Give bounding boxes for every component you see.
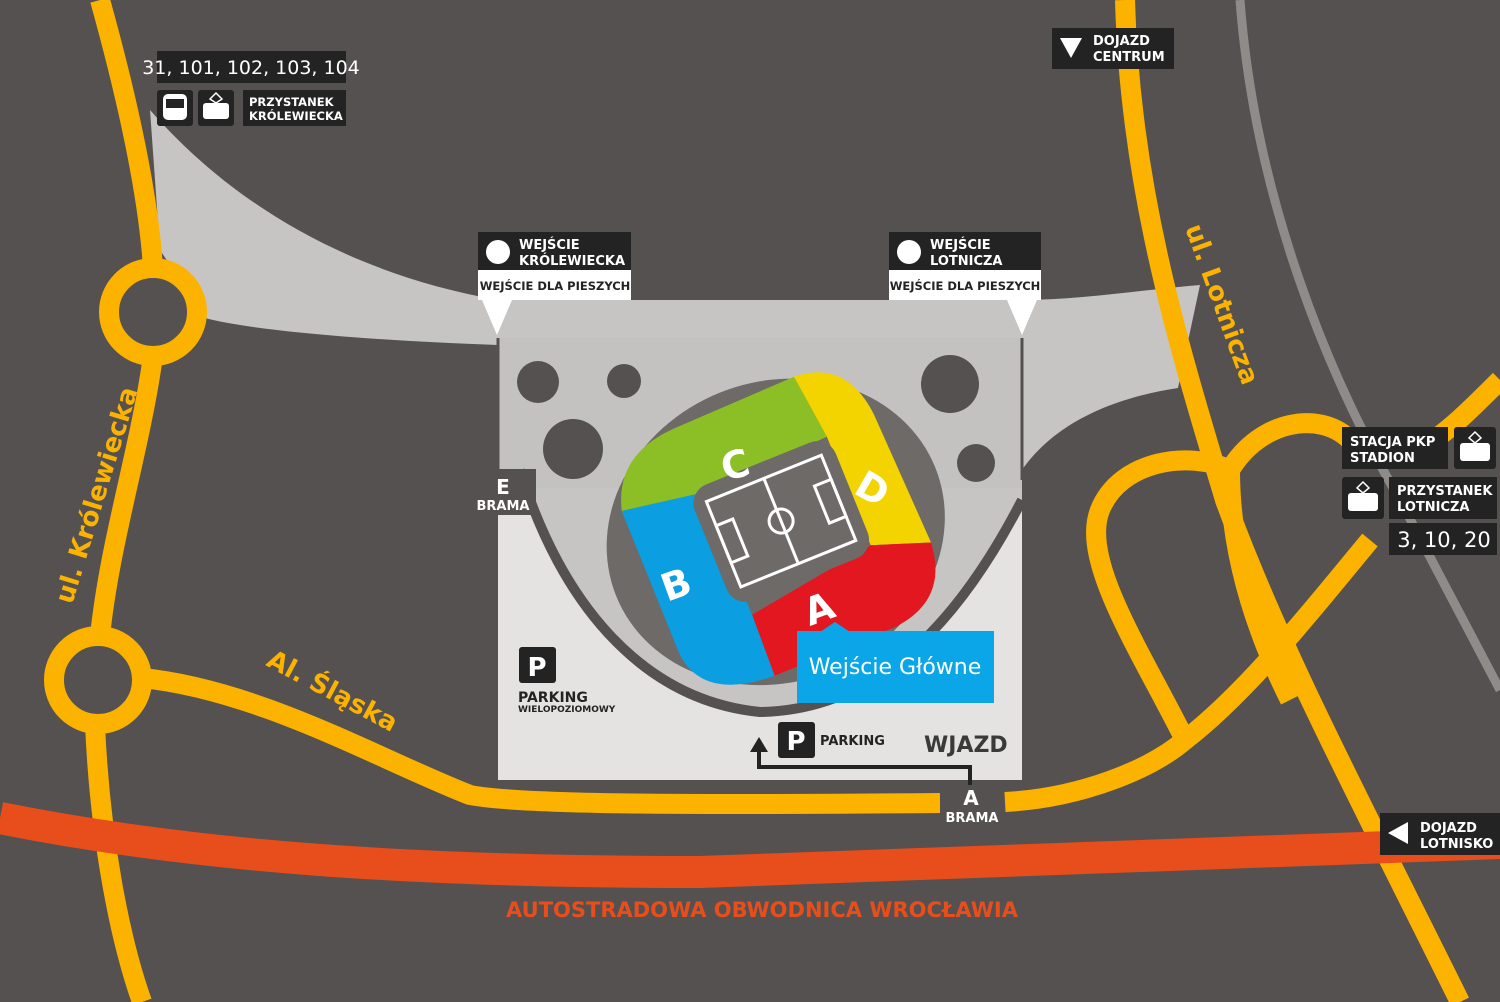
tram-stop-name-1: PRZYSTANEK bbox=[1397, 484, 1493, 499]
train-icon bbox=[1460, 430, 1490, 461]
entrance-icon bbox=[897, 240, 921, 264]
stadium bbox=[606, 372, 945, 686]
pkp-name-1: STACJA PKP bbox=[1350, 435, 1435, 450]
trees bbox=[517, 355, 995, 482]
parking-icon bbox=[778, 722, 815, 758]
gate-a-label: BRAMA bbox=[946, 811, 999, 826]
entrance-title-2: KRÓLEWIECKA bbox=[519, 253, 625, 269]
arrow-down-icon bbox=[1060, 38, 1082, 58]
entrance-lotnicza: WEJŚCIE LOTNICZA WEJŚCIE DLA PIESZYCH bbox=[889, 232, 1041, 335]
entrance-title-1: WEJŚCIE bbox=[930, 237, 991, 253]
gate-e-label: BRAMA bbox=[477, 499, 530, 514]
pkp-name-2: STADION bbox=[1350, 451, 1415, 466]
gate-a-letter: A bbox=[963, 786, 979, 810]
tram-stop-name-2: LOTNICZA bbox=[1397, 500, 1469, 515]
tram-icon bbox=[203, 91, 229, 119]
bus-stop-name-2: KRÓLEWIECKA bbox=[249, 108, 343, 123]
highway-road bbox=[0, 802, 1500, 889]
gate-e-letter: E bbox=[496, 475, 510, 499]
dir-centrum-1: DOJAZD bbox=[1093, 34, 1150, 49]
multi-parking-sub: WIELOPOZIOMOWY bbox=[518, 705, 616, 715]
entry-arrow bbox=[757, 748, 972, 785]
entrance-title-1: WEJŚCIE bbox=[519, 237, 580, 253]
sector-d bbox=[793, 372, 932, 546]
football-pitch bbox=[704, 453, 858, 589]
bus-stop-name-1: PRZYSTANEK bbox=[249, 95, 335, 109]
entrance-icon bbox=[486, 240, 510, 264]
stadium-ring-road bbox=[515, 468, 1027, 718]
dir-lotnisko-2: LOTNISKO bbox=[1420, 837, 1493, 852]
parking-p: P bbox=[527, 653, 546, 683]
entrance-krolewiecka: WEJŚCIE KRÓLEWIECKA WEJŚCIE DLA PIESZYCH bbox=[478, 232, 631, 335]
main-entrance-label: Wejście Główne bbox=[809, 655, 982, 680]
arrow-left-icon bbox=[1388, 822, 1408, 844]
entrance-title-2: LOTNICZA bbox=[930, 254, 1002, 269]
multi-parking-label: PARKING bbox=[518, 690, 588, 706]
sector-c bbox=[621, 376, 827, 512]
dir-lotnisko-1: DOJAZD bbox=[1420, 821, 1477, 836]
parking-icon bbox=[519, 647, 556, 683]
tram-icon bbox=[1348, 480, 1378, 511]
surface-parking-label: PARKING bbox=[820, 734, 885, 749]
street-highway: AUTOSTRADOWA OBWODNICA WROCŁAWIA bbox=[506, 898, 1019, 922]
parking-p: P bbox=[786, 727, 805, 757]
sector-b bbox=[621, 493, 775, 685]
main-entrance-box bbox=[797, 631, 994, 703]
dir-centrum-2: CENTRUM bbox=[1093, 50, 1165, 65]
roads bbox=[44, 0, 1500, 1002]
bus-icon bbox=[163, 94, 187, 120]
entrance-sub: WEJŚCIE DLA PIESZYCH bbox=[890, 278, 1041, 293]
wjazd-label: WJAZD bbox=[924, 733, 1008, 758]
entrance-sub: WEJŚCIE DLA PIESZYCH bbox=[480, 278, 631, 293]
bus-lines: 31, 101, 102, 103, 104 bbox=[142, 57, 360, 79]
tram-lines: 3, 10, 20 bbox=[1397, 528, 1491, 552]
